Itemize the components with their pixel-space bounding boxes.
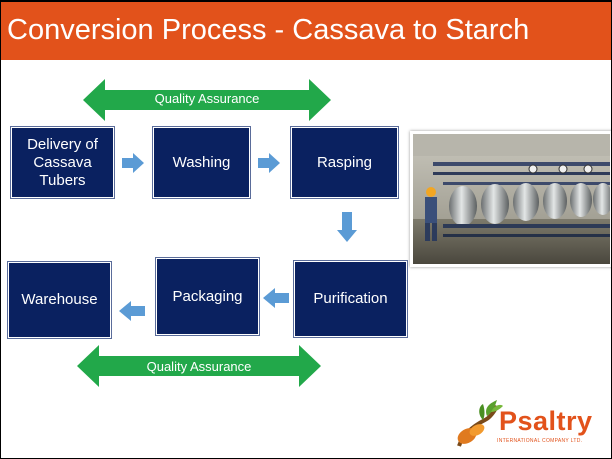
right-arrow-icon xyxy=(122,153,144,173)
logo-wordmark: Psaltry xyxy=(499,406,593,436)
factory-machinery-photo xyxy=(410,131,611,267)
left-arrow-icon xyxy=(263,288,289,308)
double-arrow-icon xyxy=(83,79,331,121)
step-delivery-line1: Delivery of xyxy=(27,135,98,153)
logo-subtitle: INTERNATIONAL COMPANY LTD. xyxy=(497,438,583,444)
step-packaging-label: Packaging xyxy=(172,287,243,305)
quality-assurance-label-top: Quality Assurance xyxy=(154,91,260,106)
step-delivery-line2: Cassava xyxy=(33,153,92,171)
step-warehouse: Warehouse xyxy=(7,261,112,339)
step-washing: Washing xyxy=(152,126,251,199)
step-warehouse-label: Warehouse xyxy=(21,291,98,308)
step-delivery-line3: Tubers xyxy=(39,171,86,189)
step-washing-label: Washing xyxy=(172,153,231,171)
quality-assurance-label-bottom: Quality Assurance xyxy=(146,359,252,374)
slide-title: Conversion Process - Cassava to Starch xyxy=(7,14,530,46)
step-purification: Purification xyxy=(293,260,408,338)
double-arrow-icon xyxy=(77,345,321,387)
factory-machinery-icon xyxy=(413,134,610,264)
psaltry-logo: Psaltry INTERNATIONAL COMPANY LTD. xyxy=(453,396,598,454)
left-arrow-icon xyxy=(119,301,145,321)
step-delivery: Delivery of Cassava Tubers xyxy=(10,126,115,199)
step-packaging: Packaging xyxy=(155,257,260,336)
title-bar: Conversion Process - Cassava to Starch xyxy=(1,0,611,60)
quality-assurance-arrow-top: Quality Assurance xyxy=(83,79,331,121)
cassava-plant-logo-icon xyxy=(457,400,503,447)
quality-assurance-arrow-bottom: Quality Assurance xyxy=(77,345,321,387)
down-arrow-icon xyxy=(337,212,357,242)
right-arrow-icon xyxy=(258,153,280,173)
step-rasping-label: Rasping xyxy=(316,153,373,171)
step-purification-label: Purification xyxy=(313,290,388,307)
step-rasping: Rasping xyxy=(290,126,399,199)
